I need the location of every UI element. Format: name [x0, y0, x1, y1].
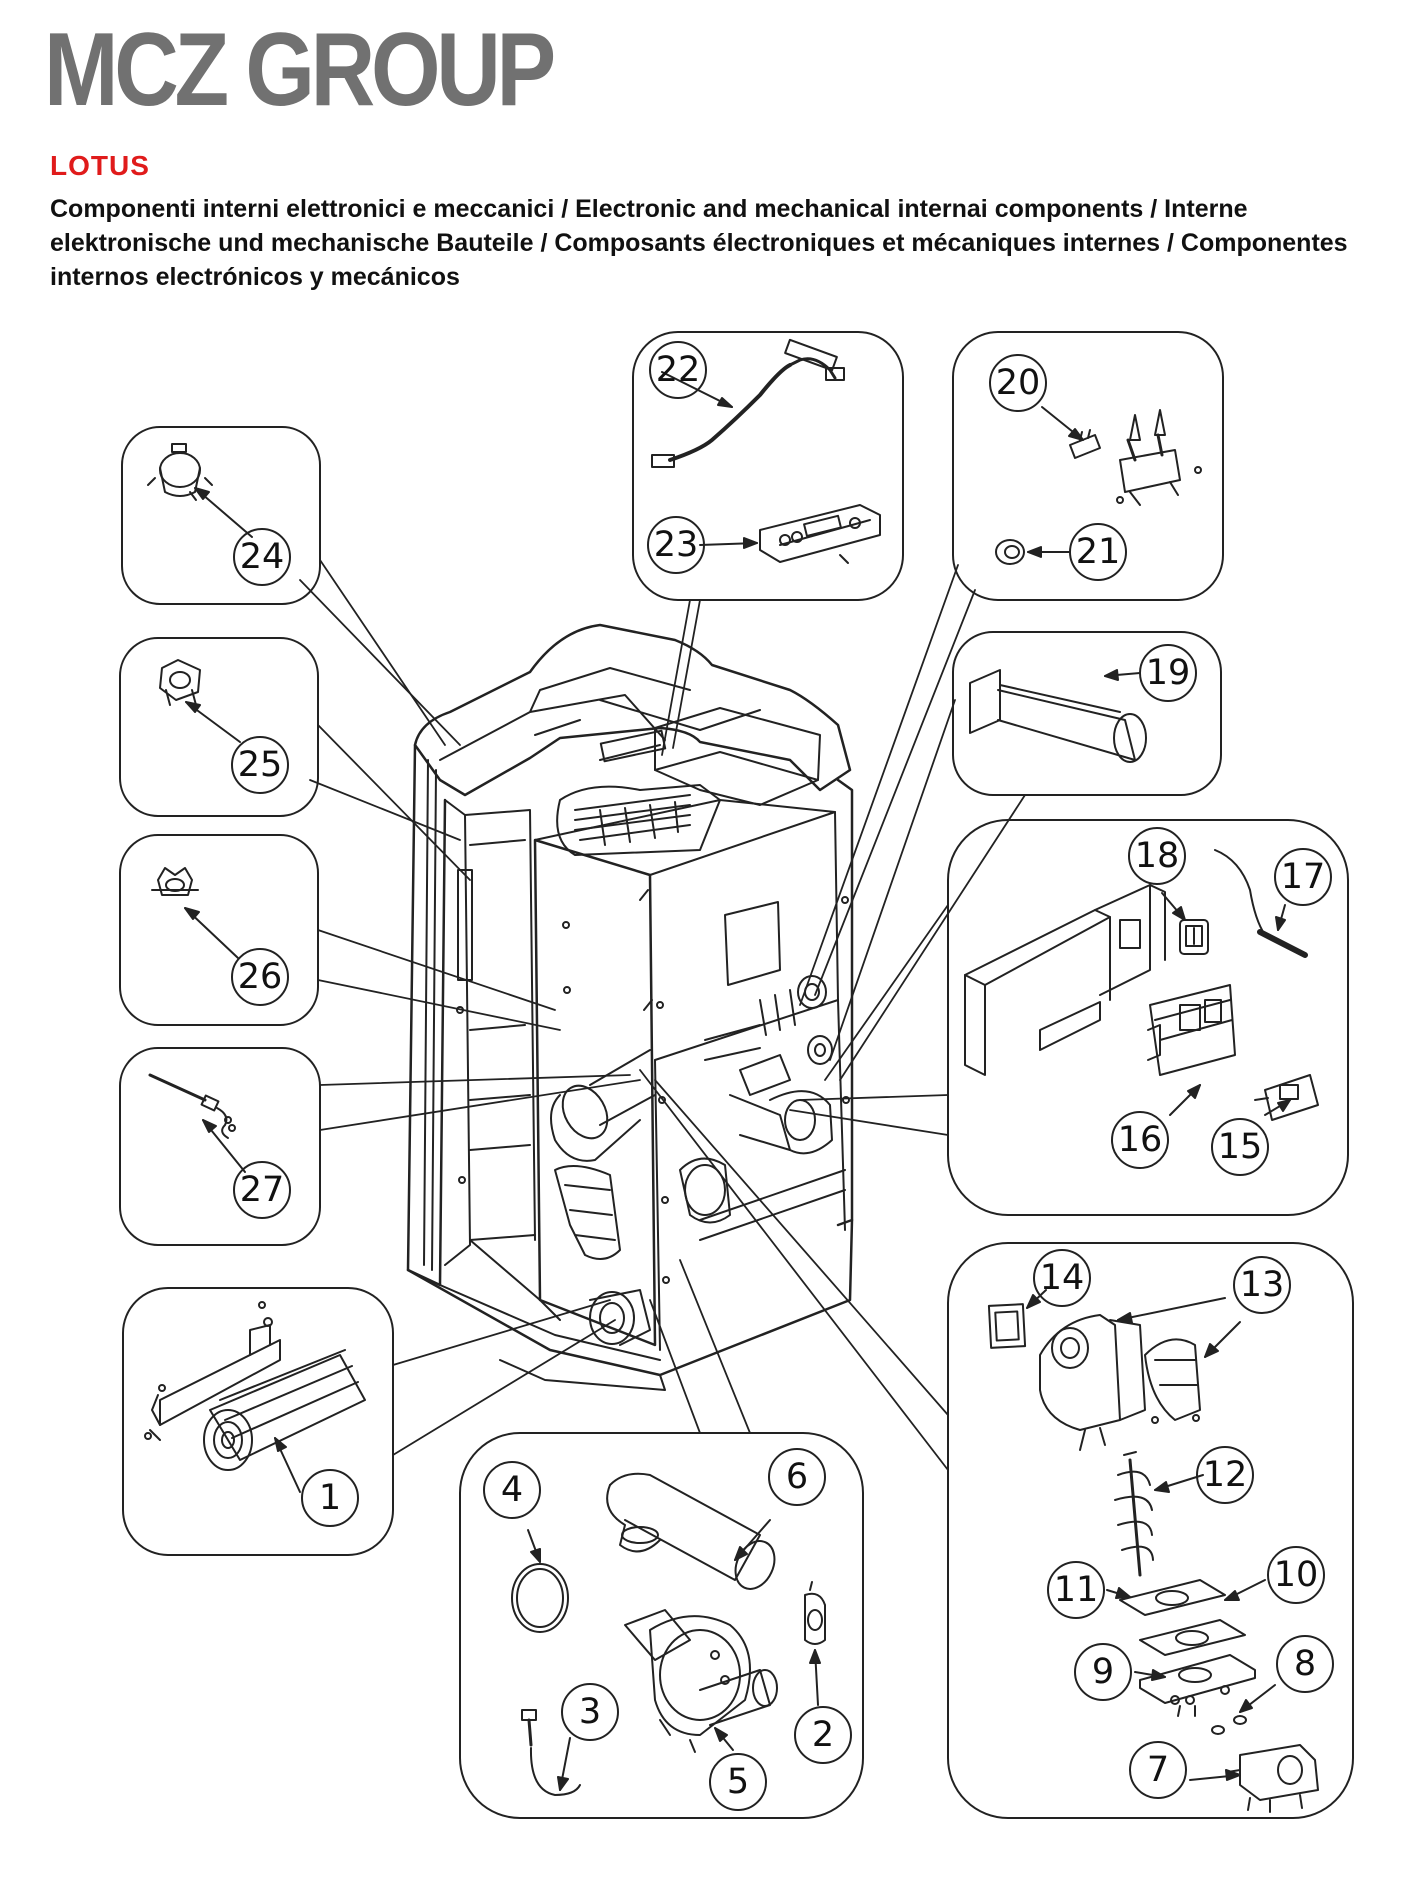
part-label-15: 15: [1218, 1127, 1263, 1167]
part-17-illustration: [1214, 849, 1308, 958]
callout-box-2-6: [459, 1432, 864, 1819]
part-22-illustration: [651, 338, 845, 468]
part-26-illustration: [151, 867, 199, 896]
part-label-10: 10: [1274, 1555, 1319, 1595]
part-18-illustration: [1179, 919, 1209, 955]
part-21-illustration: [995, 539, 1025, 565]
part-label-23: 23: [654, 525, 699, 565]
part-label-25: 25: [238, 745, 283, 785]
part-label-22: 22: [656, 350, 701, 390]
stove-frame: [406, 623, 854, 1391]
part-label-20: 20: [996, 363, 1041, 403]
part-23-illustration: [759, 504, 881, 564]
part-13-illustration: [1039, 1314, 1201, 1451]
part-label-14: 14: [1040, 1258, 1085, 1298]
callout-box-22-23: [632, 331, 904, 601]
part-24-illustration: [147, 443, 213, 501]
leader-lines: [299, 559, 1026, 1471]
part-19-illustration: [969, 669, 1147, 763]
part-9-illustration: [1139, 1654, 1256, 1717]
part-label-5: 5: [727, 1762, 749, 1802]
part-7-illustration: [1227, 1744, 1319, 1813]
callout-box-1: [122, 1287, 394, 1556]
part-1-illustration: [144, 1301, 366, 1471]
part-label-26: 26: [238, 957, 283, 997]
callout-box-25: [119, 637, 319, 817]
part-label-4: 4: [501, 1470, 523, 1510]
part-label-18: 18: [1135, 836, 1180, 876]
part-label-19: 19: [1146, 653, 1191, 693]
part-label-8: 8: [1294, 1644, 1316, 1684]
callout-box-27: [119, 1047, 321, 1246]
part-27-illustration: [148, 1073, 236, 1139]
part-10-illustration: [1139, 1619, 1246, 1656]
part-2-illustration: [804, 1581, 826, 1645]
part-8-illustration: [1211, 1715, 1247, 1735]
part-5-illustration: [624, 1609, 778, 1753]
part-label-6: 6: [786, 1457, 808, 1497]
part-label-11: 11: [1054, 1570, 1099, 1610]
part-11-illustration: [1119, 1579, 1226, 1616]
part-25-illustration: [159, 659, 201, 706]
number-badges: [231, 341, 1334, 1811]
part-label-21: 21: [1076, 532, 1121, 572]
part-15-16-illustration: [964, 884, 1319, 1121]
callout-box-24: [121, 426, 321, 605]
part-label-12: 12: [1203, 1455, 1248, 1495]
part-3-illustration: [521, 1709, 581, 1796]
components-description: Componenti interni elettronici e meccani…: [50, 195, 1348, 291]
arrows: [184, 371, 1291, 1791]
part-14-illustration: [987, 1303, 1027, 1349]
callout-box-20-21: [952, 331, 1224, 601]
model-title: LOTUS: [50, 150, 150, 181]
part-label-17: 17: [1281, 857, 1326, 897]
part-label-16: 16: [1118, 1120, 1163, 1160]
part-label-27: 27: [240, 1170, 285, 1210]
part-label-9: 9: [1092, 1652, 1114, 1692]
part-label-13: 13: [1240, 1265, 1285, 1305]
part-label-3: 3: [579, 1692, 601, 1732]
callout-box-19: [952, 631, 1222, 796]
part-4-illustration: [511, 1563, 569, 1633]
brand-logo: MCZ GROUP: [44, 12, 556, 128]
part-6-illustration: [606, 1472, 776, 1590]
callout-box-26: [119, 834, 319, 1026]
part-label-7: 7: [1147, 1750, 1169, 1790]
part-12-illustration: [1114, 1451, 1154, 1577]
part-label-24: 24: [240, 537, 285, 577]
part-label-1: 1: [319, 1478, 341, 1518]
callout-box-15-18: [947, 819, 1349, 1216]
callout-box-7-14: [947, 1242, 1354, 1819]
part-20-illustration: [1069, 409, 1202, 506]
part-label-2: 2: [812, 1715, 834, 1755]
